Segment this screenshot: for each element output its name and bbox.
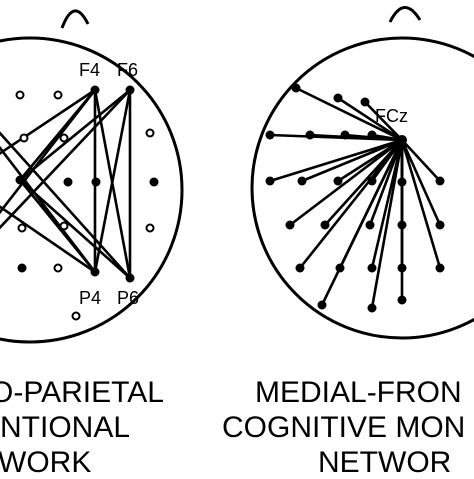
right-electrodes	[265, 83, 445, 313]
left-edge-5	[19, 88, 131, 182]
right-edge-19	[320, 139, 404, 306]
left-edge-2	[93, 89, 132, 273]
left-electrode-inactive-1	[53, 90, 63, 100]
right-electrode-18	[397, 263, 407, 273]
right-electrode-3	[265, 130, 275, 140]
left-electrode-active-5	[63, 177, 73, 187]
left-electrode-active-7	[91, 177, 101, 187]
right-electrode-6	[367, 130, 377, 140]
right-electrode-0	[291, 83, 301, 93]
right-electrode-19	[317, 300, 327, 310]
right-edge-25	[400, 139, 442, 269]
right-electrode-hub	[397, 135, 407, 145]
right-electrode-7	[265, 176, 275, 186]
left-electrode-inactive-0	[15, 90, 25, 100]
right-edge-24	[400, 139, 442, 226]
electrode-label-f6: F6	[117, 60, 138, 80]
right-electrode-11	[285, 220, 295, 230]
left-caption-line-2: NTIONAL	[0, 411, 130, 444]
hub-label-fcz: FCz	[375, 106, 408, 126]
left-electrode-active-3	[125, 273, 135, 283]
left-electrode-inactive-2	[19, 133, 29, 143]
left-head-outline	[0, 36, 184, 344]
left-electrode-active-8	[149, 177, 159, 187]
left-edge-9	[0, 89, 131, 230]
left-electrode-inactive-9	[71, 311, 81, 321]
left-caption-line-1: O-PARIETAL	[0, 376, 164, 409]
left-electrode-active-6	[17, 263, 27, 273]
left-electrode-active-1	[125, 85, 135, 95]
electrode-label-f4: F4	[79, 60, 100, 80]
right-network-edges	[269, 86, 442, 309]
right-edge-11	[289, 138, 403, 227]
left-electrode-active-2	[90, 267, 100, 277]
right-electrode-5	[340, 130, 350, 140]
right-electrode-25	[435, 263, 445, 273]
right-edge-1	[337, 96, 403, 142]
left-edge-12	[0, 88, 96, 155]
left-electrode-inactive-4	[145, 128, 155, 138]
left-edge-11	[0, 131, 131, 279]
right-edge-13	[368, 139, 404, 226]
left-edge-10	[0, 145, 97, 273]
right-edge-15	[298, 139, 404, 269]
left-electrode-inactive-8	[53, 263, 63, 273]
right-edge-7	[269, 138, 403, 183]
right-head: FCz	[250, 6, 474, 340]
left-electrode-inactive-6	[59, 221, 69, 231]
right-electrode-15	[295, 263, 305, 273]
left-electrode-active-4	[15, 175, 25, 185]
right-electrode-8	[297, 176, 307, 186]
left-electrode-inactive-5	[145, 223, 155, 233]
right-electrode-21	[397, 295, 407, 305]
right-edge-2	[364, 101, 403, 141]
right-edge-20	[370, 139, 404, 309]
right-electrode-2	[360, 97, 370, 107]
left-electrode-inactive-7	[17, 223, 27, 233]
right-electrode-1	[333, 93, 343, 103]
right-head-nose	[388, 6, 422, 23]
left-edge-8	[0, 89, 97, 215]
left-electrodes	[15, 85, 159, 321]
right-caption-line-2: COGNITIVE MON	[222, 411, 465, 444]
right-electrode-22	[397, 177, 407, 187]
left-caption-line-3: WORK	[0, 446, 91, 474]
right-electrode-9	[333, 176, 343, 186]
right-electrode-4	[305, 130, 315, 140]
right-electrode-24	[435, 220, 445, 230]
electrode-label-p4: P4	[79, 288, 101, 308]
right-electrode-10	[367, 176, 377, 186]
right-caption-line-1: MEDIAL-FRON	[255, 376, 462, 409]
left-edge-13	[0, 205, 96, 274]
right-electrode-17	[367, 263, 377, 273]
right-electrode-16	[335, 263, 345, 273]
right-head-outline	[250, 36, 474, 340]
right-electrode-14	[397, 220, 407, 230]
right-electrode-13	[365, 220, 375, 230]
electrode-label-p6: P6	[117, 288, 139, 308]
left-network-edges	[0, 88, 132, 279]
right-electrode-12	[320, 220, 330, 230]
right-edge-6	[371, 133, 403, 142]
left-head: F4 F6 P4 P6	[0, 9, 184, 344]
left-electrode-inactive-3	[59, 133, 69, 143]
right-edge-8	[301, 138, 403, 183]
right-electrode-23	[435, 176, 445, 186]
right-electrode-20	[367, 303, 377, 313]
right-edge-23	[401, 139, 441, 182]
left-head-nose	[60, 9, 90, 29]
right-edge-0	[295, 86, 403, 142]
right-caption-line-3: NETWOR	[318, 446, 451, 474]
left-electrode-active-0	[90, 85, 100, 95]
